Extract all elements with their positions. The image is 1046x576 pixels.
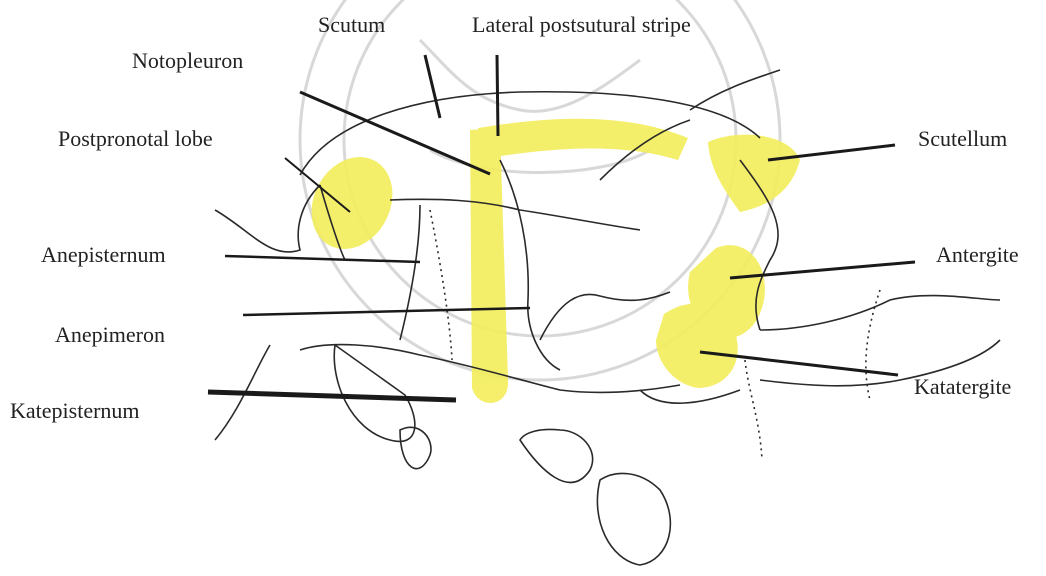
notopleuron-leader	[300, 92, 490, 174]
katatergite-edge	[640, 390, 740, 403]
coxa-front	[334, 345, 415, 441]
front-outline	[215, 185, 320, 252]
anepisternum-leader	[225, 256, 420, 262]
label-scutum: Scutum	[318, 14, 385, 36]
label-notopleuron: Notopleuron	[132, 50, 243, 72]
leg-stub-1	[400, 427, 431, 468]
watermark-ornament	[420, 40, 640, 111]
label-katepisternum: Katepisternum	[10, 400, 140, 422]
scutellum-highlight	[708, 135, 800, 212]
label-lateral-postsutural-stripe: Lateral postsutural stripe	[472, 14, 691, 36]
abdomen-outline-top	[760, 296, 1000, 330]
anepimeron-edge	[500, 160, 560, 370]
suture-line	[390, 199, 640, 230]
label-katatergite: Katatergite	[914, 376, 1011, 398]
scutum-leader	[425, 55, 440, 118]
lateral-postsutural-stripe-leader	[497, 55, 498, 136]
anepisternum-edge	[400, 205, 420, 340]
label-anepisternum: Anepisternum	[41, 244, 166, 266]
coxa-middle	[520, 429, 593, 482]
coxa-hind	[597, 473, 670, 565]
bristle-1	[690, 70, 780, 110]
watermark-inner-ring	[344, 0, 736, 336]
katepisternum-leader	[208, 392, 456, 400]
spiracle-dotted	[745, 360, 762, 460]
pleural-dotted	[430, 210, 452, 360]
label-anepimeron: Anepimeron	[55, 324, 165, 346]
label-antergite: Antergite	[936, 244, 1019, 266]
label-scutellum: Scutellum	[918, 128, 1007, 150]
postpronotal-lobe-highlight	[296, 143, 408, 263]
lateral-postsutural-stripe-highlight	[478, 119, 688, 160]
label-postpronotal-lobe: Postpronotal lobe	[58, 128, 213, 150]
anepimeron-ridge	[540, 292, 670, 340]
